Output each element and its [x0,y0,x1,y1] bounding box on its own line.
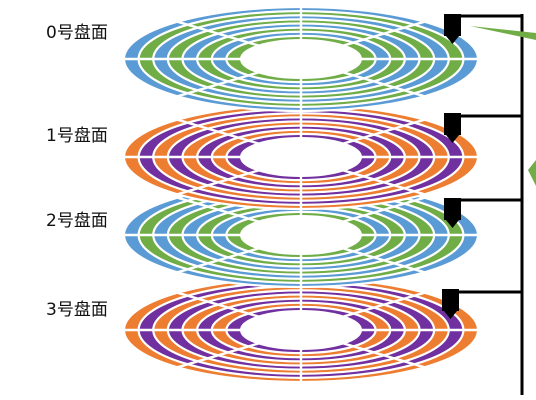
platter-2 [122,181,480,289]
platter-3 [122,276,480,384]
read-write-head-2 [444,198,523,228]
sector-divider [174,290,259,318]
read-write-head-3 [442,289,523,319]
platter-label-1: 1号盘面 [46,126,108,146]
sector-divider [174,71,259,99]
read-write-head-1 [444,113,523,143]
sector-divider [343,195,428,223]
spindle-hole [240,215,362,255]
head-block [442,289,459,311]
sector-divider [343,290,428,318]
platter-label-2: 2号盘面 [46,211,108,231]
sector-divider [343,71,428,99]
pointer-arrow-top [470,26,536,40]
head-block [444,198,461,220]
read-write-head-0 [444,14,523,44]
head-tip [446,36,459,44]
spindle-hole [240,39,362,79]
sector-divider [174,247,259,275]
platter-0 [122,5,480,113]
sector-divider [343,169,428,197]
sector-divider [343,19,428,47]
sector-divider [343,117,428,145]
actuator-arm-assembly [442,14,536,395]
sector-divider [343,342,428,370]
sector-divider [174,19,259,47]
head-tip [446,220,459,228]
spindle-hole [240,137,362,177]
platter-label-0: 0号盘面 [46,23,108,43]
head-tip [444,311,457,319]
platter-1 [122,103,480,211]
sector-divider [343,247,428,275]
head-tip [446,135,459,143]
sector-divider [174,342,259,370]
pointer-arrow-middle [528,160,536,186]
head-block [444,14,461,36]
sector-divider [174,195,259,223]
sector-divider [174,169,259,197]
platter-label-3: 3号盘面 [46,300,108,320]
spindle-hole [240,310,362,350]
head-block [444,113,461,135]
platter-stack [122,5,480,384]
sector-divider [174,117,259,145]
